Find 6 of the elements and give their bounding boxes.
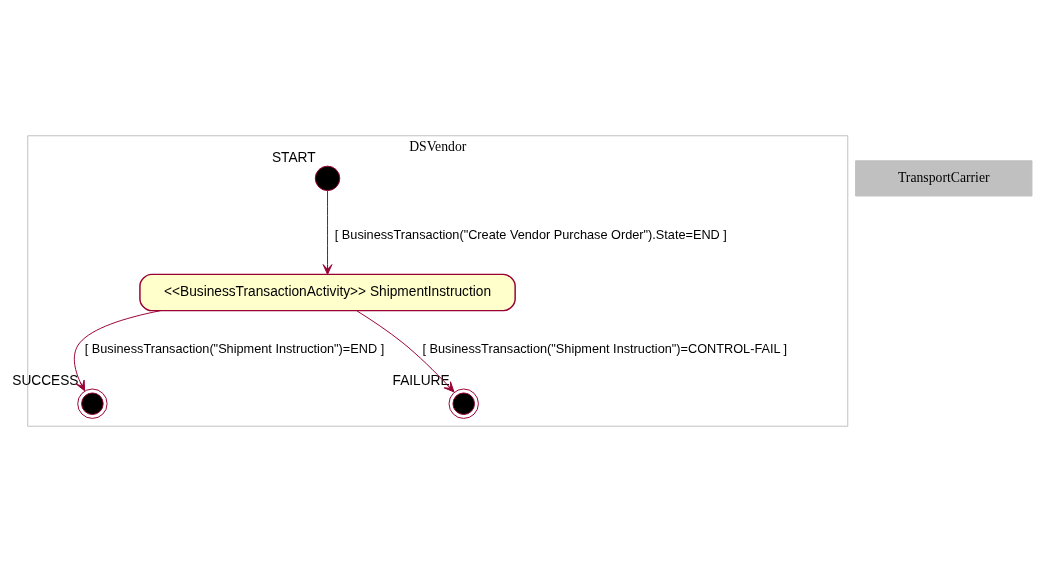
edge-label: [ BusinessTransaction("Create Vendor Purchase Order").State=END ]: [334, 226, 727, 242]
edge-label: [ BusinessTransaction("Shipment Instruction")=CONTROL-FAIL ]: [422, 341, 788, 357]
node-label: START: [271, 150, 316, 166]
node-label: FAILURE: [392, 373, 450, 389]
node-label: SUCCESS: [12, 373, 79, 389]
edge-label: [ BusinessTransaction("Shipment Instruction")=END ]: [84, 341, 385, 357]
